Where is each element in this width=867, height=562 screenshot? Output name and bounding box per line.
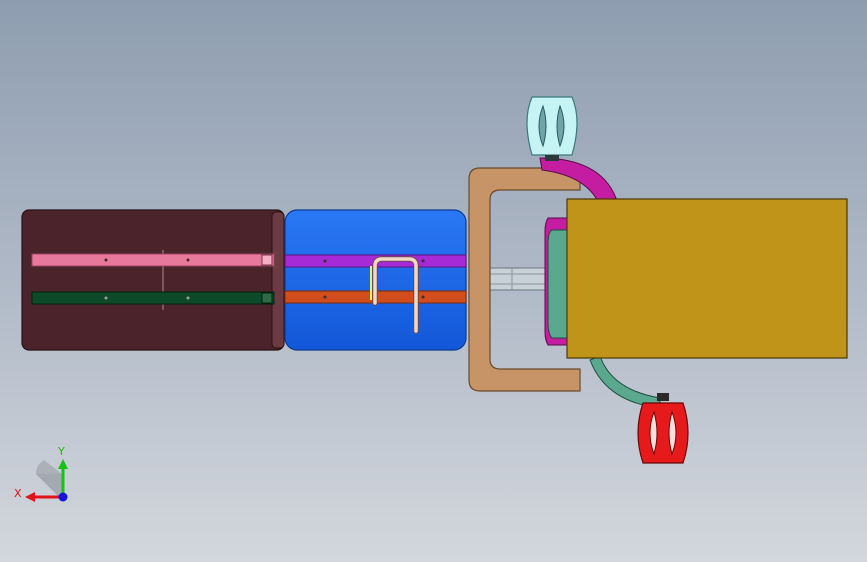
yellow-block[interactable] — [566, 198, 848, 359]
green-rail — [31, 291, 275, 305]
red-pedal[interactable] — [637, 393, 689, 464]
y-axis-label: Y — [57, 445, 65, 458]
connecting-shaft — [489, 267, 553, 291]
x-axis-label: X — [14, 487, 22, 500]
u-bracket[interactable] — [468, 167, 581, 392]
rear-panel[interactable] — [21, 209, 285, 351]
orientation-triad: Y X — [14, 445, 68, 502]
middle-panel[interactable] — [284, 209, 467, 351]
z-axis-dot — [58, 492, 68, 502]
pink-rail — [31, 253, 275, 267]
light-cyan-pedal[interactable] — [526, 96, 578, 161]
